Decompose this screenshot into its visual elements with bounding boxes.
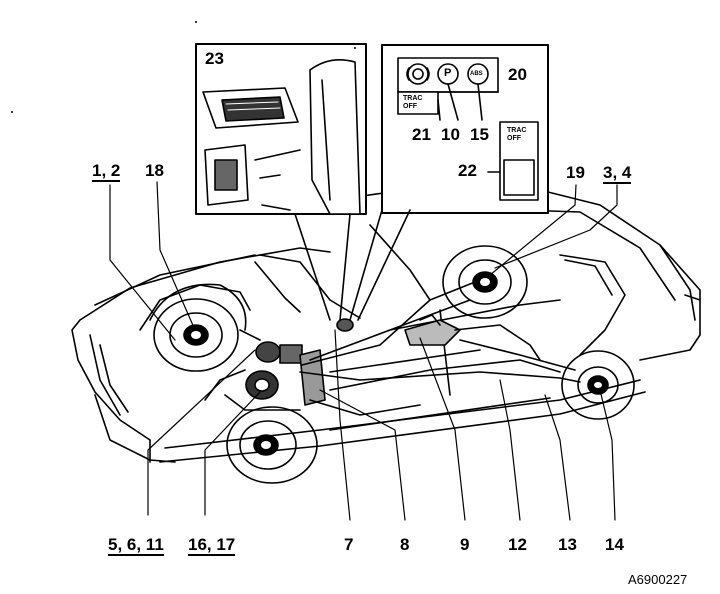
callout-19: 19: [566, 163, 585, 182]
callout-20: 20: [508, 65, 527, 84]
rear-left-wheel: [442, 245, 528, 319]
brake-components: [204, 279, 581, 416]
trac-off-switch-text: TRAC OFF: [507, 127, 527, 142]
panel-pointers: [294, 209, 411, 321]
callout-15: 15: [470, 125, 489, 144]
callout-18: 18: [145, 161, 164, 180]
callout-9: 9: [460, 535, 470, 554]
callout-7: 7: [344, 535, 354, 554]
figure-code: A6900227: [628, 572, 688, 587]
callout-13: 13: [558, 535, 577, 554]
callout-23: 23: [205, 49, 224, 68]
inset-panel-right: [381, 44, 549, 214]
callout-22: 22: [458, 161, 477, 180]
callout-5-6-11: 5, 6, 11: [108, 535, 164, 556]
abs-lamp-text: ABS: [470, 71, 483, 77]
front-right-wheel: [226, 406, 318, 484]
callout-12: 12: [508, 535, 527, 554]
car-body: [71, 189, 701, 463]
parking-lamp-text: P: [444, 67, 452, 79]
callout-14: 14: [605, 535, 624, 554]
callout-10: 10: [441, 125, 460, 144]
callout-16-17: 16, 17: [188, 535, 236, 556]
inset-panel-left: [195, 43, 367, 215]
callout-8: 8: [400, 535, 410, 554]
callout-1-2: 1, 2: [92, 161, 121, 182]
front-left-wheel: [149, 283, 247, 372]
trac-off-indicator-text: TRAC OFF: [403, 95, 423, 110]
rear-right-wheel: [561, 350, 635, 420]
callout-3-4: 3, 4: [603, 163, 632, 184]
callout-21: 21: [412, 125, 431, 144]
leader-lines: [109, 181, 618, 521]
